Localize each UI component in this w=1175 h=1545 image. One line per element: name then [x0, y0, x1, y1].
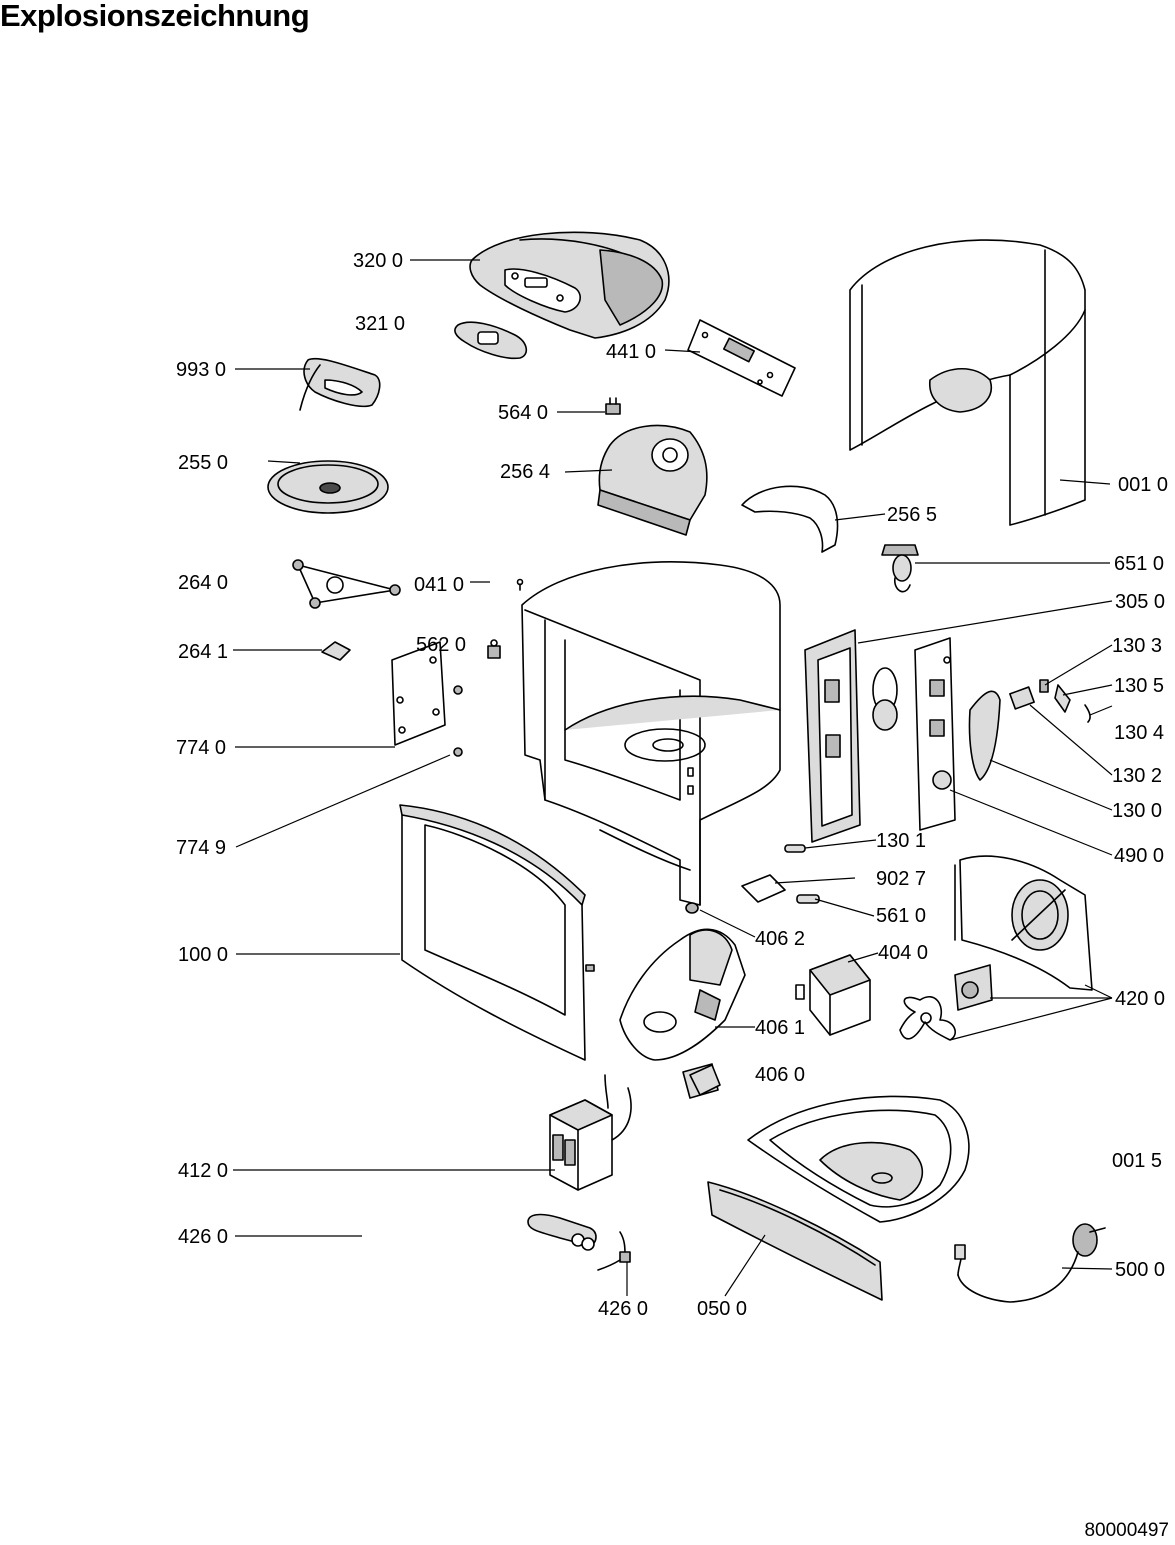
part-651-0-lamp-drawing — [881, 544, 919, 593]
label-100-0: 100 0 — [178, 944, 228, 966]
part-041-0-screw-drawing — [516, 578, 524, 591]
label-420-0: 426 0 — [178, 1226, 228, 1248]
part-256-4-waveguide-drawing — [597, 424, 708, 536]
label-321-0: 321 0 — [355, 313, 405, 335]
label-130-3: 130 3 — [1112, 635, 1162, 657]
part-cavity-chassis-drawing — [521, 561, 781, 906]
page-title: Explosionszeichnung — [0, 0, 310, 33]
label-130-2: 130 2 — [1112, 765, 1162, 787]
label-130-0: 130 0 — [1112, 800, 1162, 822]
label-561-0: 561 0 — [876, 905, 926, 927]
part-993-0-bracket-drawing — [299, 357, 381, 411]
label-320-0: 320 0 — [353, 250, 403, 272]
part-420-0-capacitor-drawing — [527, 1213, 597, 1251]
part-500-0-control-board-drawing — [687, 319, 796, 397]
label-993-0: 993 0 — [176, 359, 226, 381]
part-490-0-power-cord-drawing — [954, 1223, 1106, 1303]
part-264-0-roller-ring-drawing — [292, 559, 401, 609]
label-500-0: 441 0 — [606, 341, 656, 363]
leader-lines — [233, 259, 1113, 1297]
label-001-0: 001 0 — [1118, 474, 1168, 496]
label-041-0: 041 0 — [414, 574, 464, 596]
label-412-0: 412 0 — [178, 1160, 228, 1182]
part-base-tray-drawing — [747, 1095, 970, 1223]
label-050-0: 050 0 — [697, 1298, 747, 1320]
part-404-0-transformer-drawing — [795, 954, 871, 1036]
label-406-0: 406 0 — [755, 1064, 805, 1086]
part-561-0-thermostat-drawing — [796, 894, 820, 904]
part-441-0-fan-assembly-drawing — [899, 855, 1093, 1041]
label-264-1: 264 1 — [178, 641, 228, 663]
part-774-0-cover-plate-drawing — [391, 641, 463, 757]
part-255-0-glass-tray-drawing — [267, 460, 389, 514]
label-406-1: 406 1 — [755, 1017, 805, 1039]
part-406-1-magnetron-assembly-drawing — [619, 928, 746, 1099]
part-001-0-housing-drawing — [849, 239, 1086, 526]
label-490-0: 500 0 — [1115, 1259, 1165, 1281]
part-564-0-switch-drawing — [605, 397, 621, 415]
label-562-0: 562 0 — [416, 634, 466, 656]
label-130-1: 130 1 — [876, 830, 926, 852]
label-255-0: 255 0 — [178, 452, 228, 474]
label-305-0: 305 0 — [1115, 591, 1165, 613]
part-labels: 320 0 321 0 993 0 441 0 564 0 255 0 256 … — [176, 250, 1168, 1320]
part-050-0-front-panel-drawing — [707, 1181, 883, 1301]
label-404-0: 404 0 — [878, 942, 928, 964]
part-902-7-bracket-drawing — [741, 874, 786, 903]
label-130-4: 130 4 — [1114, 722, 1164, 744]
part-321-0-keypad-foil-drawing — [454, 321, 528, 360]
part-256-5-cover-drawing — [741, 485, 839, 553]
label-264-0: 264 0 — [178, 572, 228, 594]
part-426-0-hv-diode-drawing — [597, 1231, 631, 1271]
part-130-1-fuse-drawing — [784, 844, 806, 853]
label-651-0: 651 0 — [1114, 553, 1164, 575]
label-441-0: 420 0 — [1115, 988, 1165, 1010]
label-130-5: 130 5 — [1114, 675, 1164, 697]
part-264-1-coupler-drawing — [321, 641, 351, 661]
label-902-7: 902 7 — [876, 868, 926, 890]
label-774-0: 774 0 — [176, 737, 226, 759]
part-320-0-top-cover-drawing — [469, 231, 670, 339]
label-256-5: 256 5 — [887, 504, 937, 526]
label-564-0: 564 0 — [498, 402, 548, 424]
label-406-2: 406 2 — [755, 928, 805, 950]
part-130-interlock-switches-drawing — [914, 637, 1091, 831]
part-406-2-grommet-drawing — [685, 902, 699, 914]
label-001-5: 001 5 — [1112, 1150, 1162, 1172]
label-426-0: 426 0 — [598, 1298, 648, 1320]
document-number: 80000497 — [1084, 1520, 1169, 1541]
part-305-0-switch-bracket-drawing — [804, 629, 898, 843]
label-774-9: 774 9 — [176, 837, 226, 859]
label-506-0: 490 0 — [1114, 845, 1164, 867]
part-100-0-door-drawing — [399, 804, 595, 1061]
part-412-0-hv-transformer-drawing — [549, 1074, 632, 1191]
part-562-0-switch-drawing — [487, 639, 501, 659]
label-256-4: 256 4 — [500, 461, 550, 483]
part-406-0-diode-drawing — [689, 1064, 721, 1096]
